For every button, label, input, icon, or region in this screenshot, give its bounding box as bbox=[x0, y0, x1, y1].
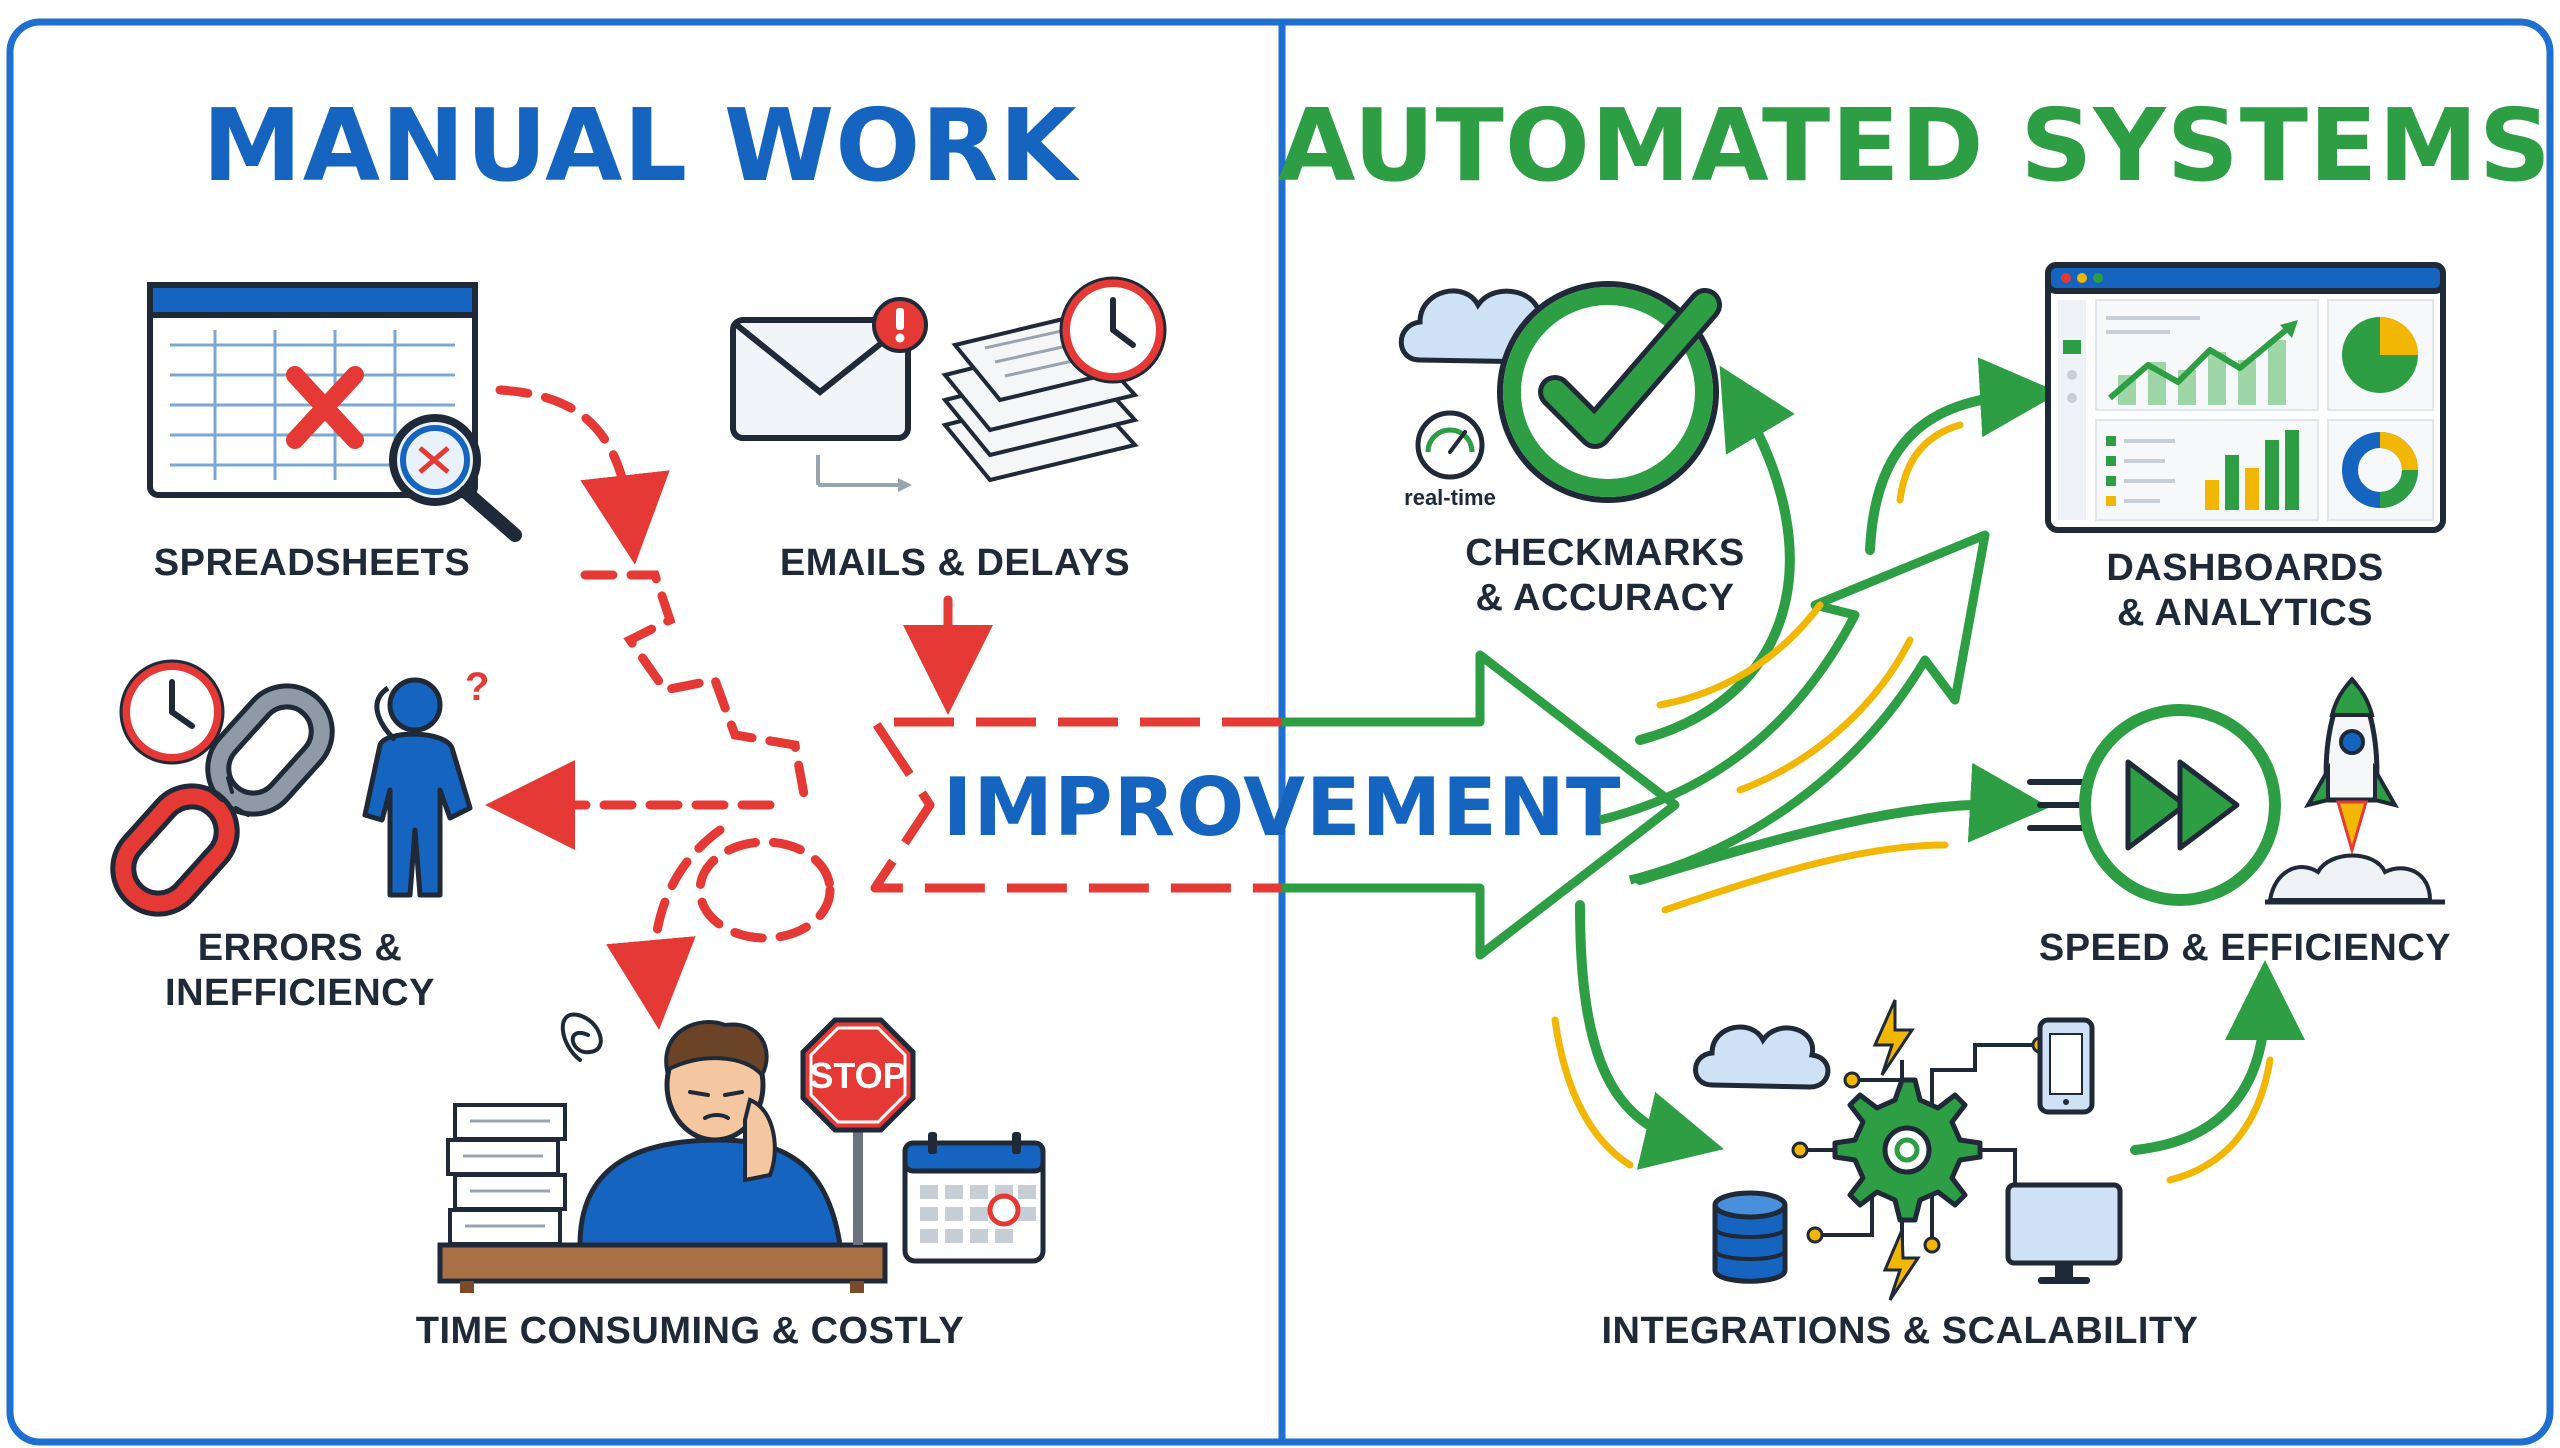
speed-accent-lines bbox=[1551, 421, 2274, 1184]
dashboards-label-line1: DASHBOARDS bbox=[2106, 547, 2383, 589]
broken-chain-icon bbox=[110, 683, 335, 917]
dashed-arrow-spreadsheet bbox=[495, 385, 670, 565]
emails-delays-label: EMAILS & DELAYS bbox=[780, 542, 1130, 584]
improvement-arrow-head bbox=[1282, 650, 1680, 960]
question-mark-icon: ? bbox=[465, 665, 489, 709]
flow-arrow-checkmarks bbox=[1635, 365, 1795, 745]
speed-gauge-icon bbox=[1415, 410, 1485, 480]
dashed-loop bbox=[695, 837, 835, 943]
improvement-arrow-tail bbox=[870, 717, 1282, 893]
flow-arrow-scale bbox=[2130, 960, 2305, 1155]
integrations-label: INTEGRATIONS & SCALABILITY bbox=[1601, 1310, 2198, 1352]
automated-flow-arrows bbox=[1575, 357, 2305, 1170]
spreadsheets-label: SPREADSHEETS bbox=[154, 542, 470, 584]
dashed-zigzag-path bbox=[580, 570, 810, 805]
improvement-label: IMPROVEMENT bbox=[943, 761, 1622, 854]
stop-sign-icon: STOP bbox=[800, 1017, 916, 1245]
magnifier-icon bbox=[389, 414, 522, 542]
stop-sign-text: STOP bbox=[809, 1055, 906, 1096]
flow-arrow-dashboards bbox=[1865, 357, 2060, 555]
errors-label-line1: ERRORS & bbox=[198, 927, 403, 969]
desk-icon bbox=[437, 1242, 888, 1293]
clock-icon bbox=[1059, 276, 1167, 384]
cloud-small-icon bbox=[1693, 1024, 1831, 1090]
envelope-icon bbox=[730, 317, 912, 492]
improvement-arrow bbox=[870, 650, 1680, 960]
checkmarks-label-line1: CHECKMARKS bbox=[1465, 532, 1744, 574]
alert-badge-icon bbox=[872, 297, 928, 353]
growth-arrow bbox=[1598, 530, 1990, 885]
rocket-icon bbox=[2265, 676, 2445, 905]
time-costly-label: TIME CONSUMING & COSTLY bbox=[416, 1310, 964, 1352]
flow-arrow-speed bbox=[1635, 762, 2050, 885]
dashboards-label-line2: & ANALYTICS bbox=[2117, 592, 2373, 634]
smartphone-icon bbox=[2037, 1017, 2095, 1115]
manual-work-title: MANUAL WORK bbox=[202, 87, 1080, 204]
manual-flow-arrows bbox=[485, 385, 993, 1030]
fast-forward-icon bbox=[2027, 704, 2281, 906]
realtime-label: real-time bbox=[1404, 485, 1496, 510]
dashboard-icon bbox=[2045, 262, 2446, 533]
dashed-arrow-time bbox=[606, 825, 725, 1030]
flow-arrow-integrations bbox=[1575, 900, 1724, 1170]
errors-label-line2: INEFFICIENCY bbox=[165, 972, 435, 1014]
automated-systems-title: AUTOMATED SYSTEMS bbox=[1278, 87, 2552, 204]
speed-efficiency-label: SPEED & EFFICIENCY bbox=[2039, 927, 2451, 969]
confused-person-icon: ? bbox=[362, 665, 489, 898]
monitor-icon bbox=[2005, 1182, 2123, 1284]
calendar-icon bbox=[902, 1132, 1046, 1264]
clock-small-icon bbox=[119, 659, 225, 765]
checkmarks-label-line2: & ACCURACY bbox=[1475, 577, 1734, 619]
tired-person-icon bbox=[560, 1012, 843, 1248]
paper-stack-icon bbox=[446, 1103, 567, 1246]
check-circle-icon bbox=[1497, 281, 1722, 503]
database-icon bbox=[1712, 1190, 1788, 1284]
